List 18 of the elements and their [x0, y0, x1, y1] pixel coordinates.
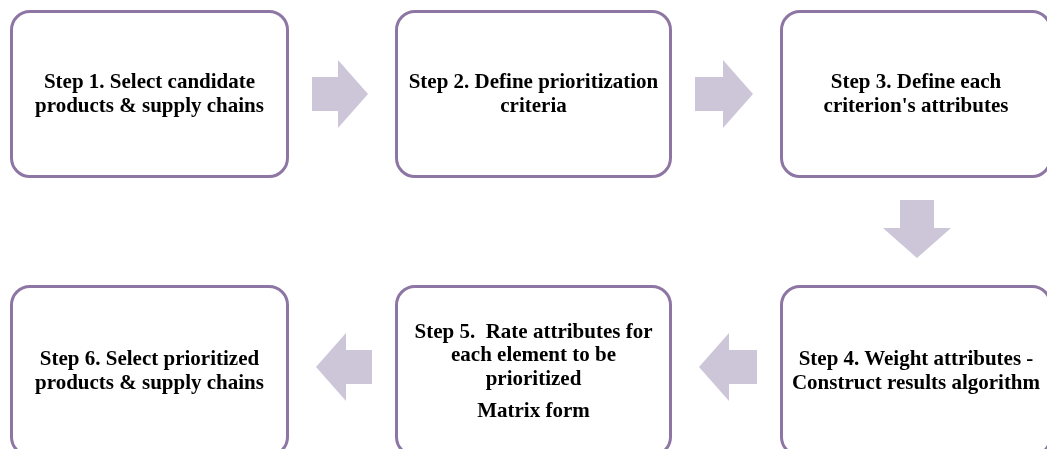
block-arrow — [695, 60, 753, 128]
process-box — [395, 10, 672, 178]
process-box — [780, 285, 1047, 449]
step-text: Step 6. Select prioritized products & supply chains — [34, 347, 265, 395]
process-box — [395, 285, 672, 449]
step-text: Step 4. Weight attributes - Construct results algorithm — [791, 347, 1041, 395]
step-text: Step 2. Define prioritization criteria — [407, 70, 660, 118]
step-text: Step 3. Define each criterion's attributes — [822, 70, 1010, 118]
process-box — [10, 10, 289, 178]
process-box — [10, 285, 289, 449]
step-text: Step 5. Rate attributes for each element to be prioritized — [413, 319, 654, 391]
step-text: Step 1. Select candidate products & supply chains — [34, 70, 265, 118]
block-arrow — [699, 333, 757, 401]
block-arrow — [316, 333, 372, 401]
block-arrow — [883, 200, 951, 258]
block-arrow — [312, 60, 368, 128]
step-note: Matrix form — [477, 398, 590, 423]
process-box — [780, 10, 1047, 178]
